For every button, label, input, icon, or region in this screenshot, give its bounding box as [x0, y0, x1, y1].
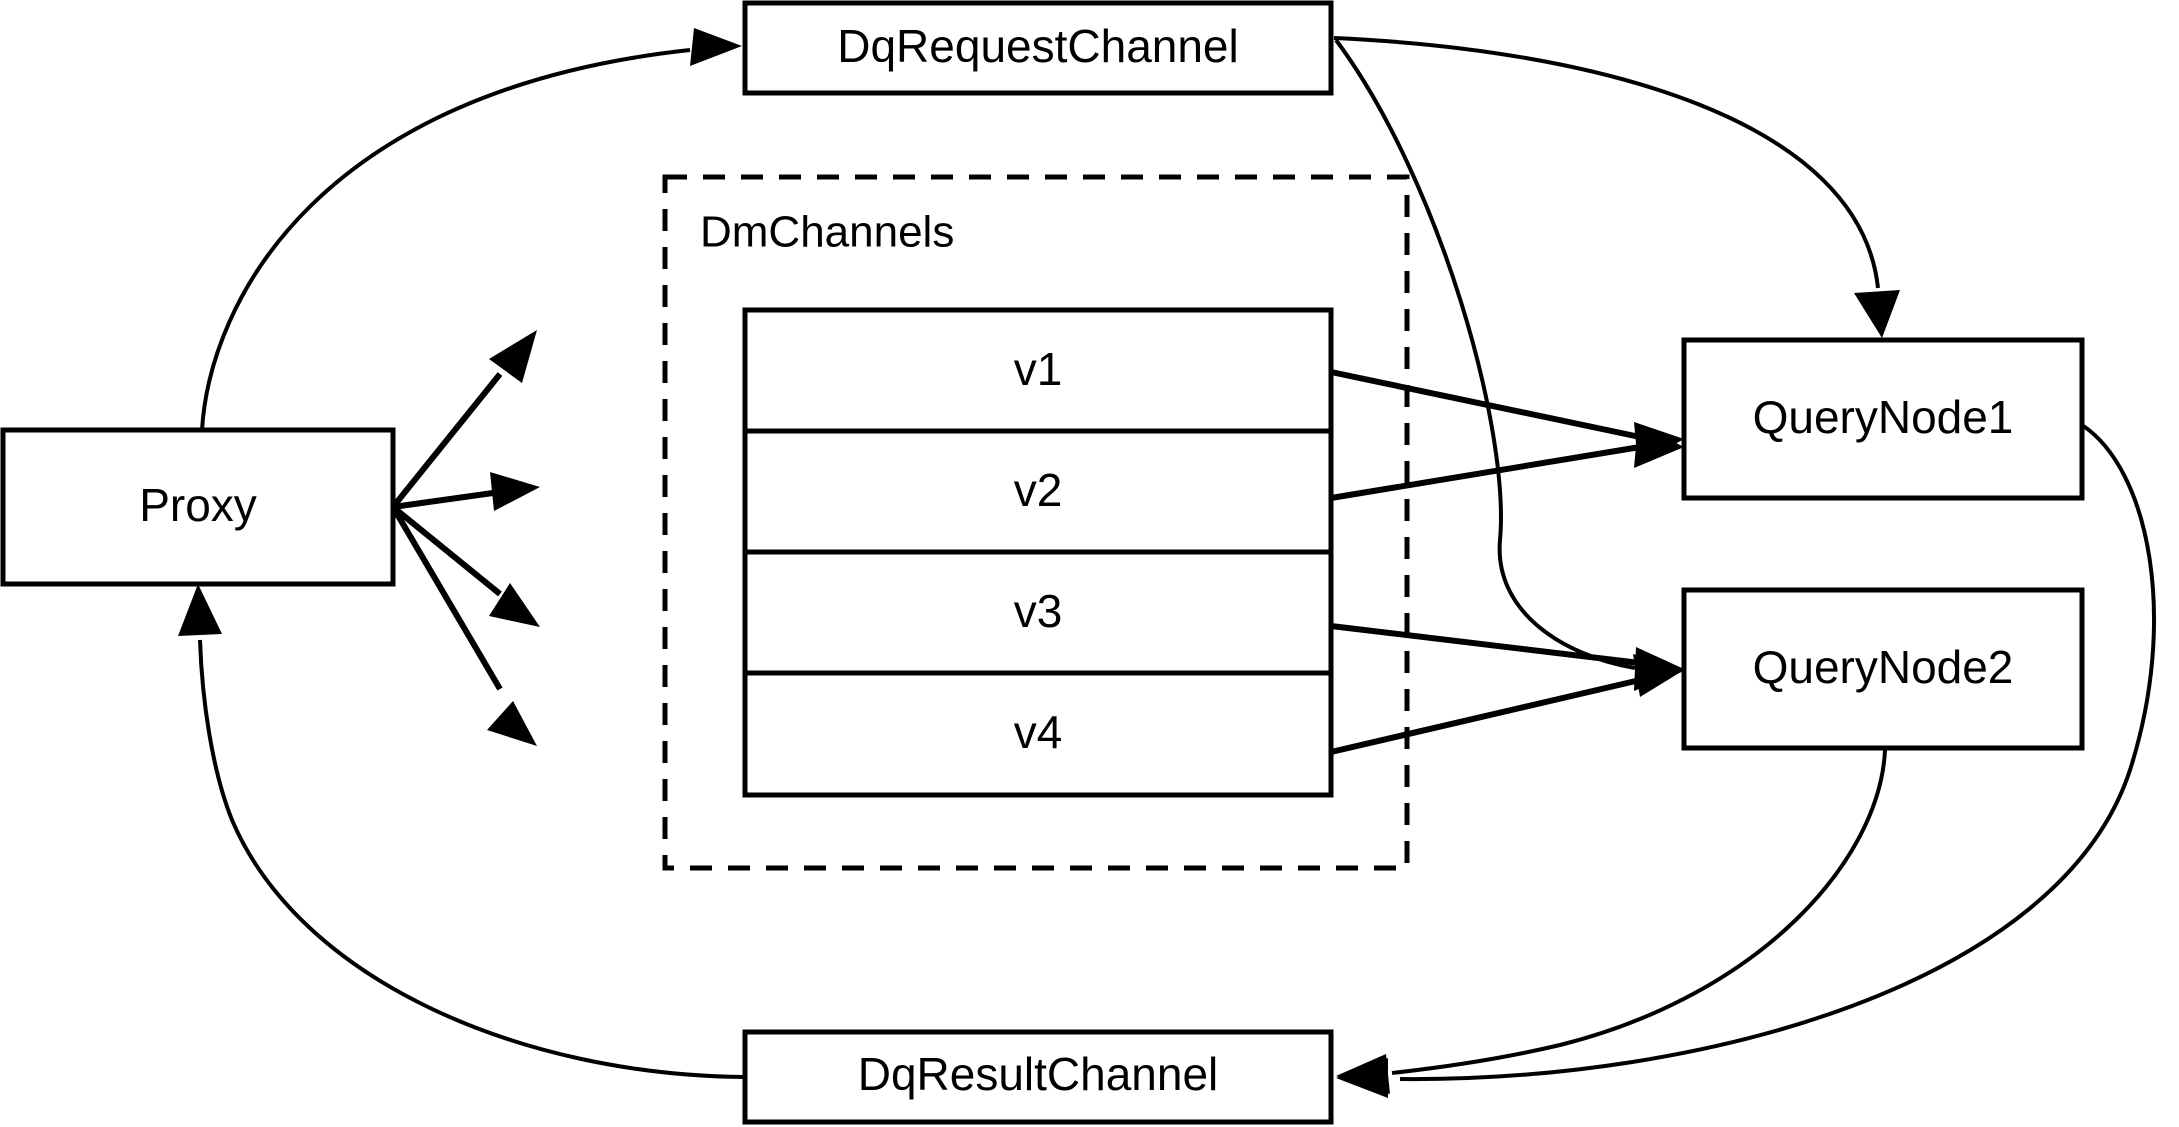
node-proxy-label: Proxy — [139, 479, 257, 531]
dmchannels-group-label: DmChannels — [700, 208, 954, 257]
edge-dqrequestchannel-to-querynode1 — [1333, 36, 1900, 338]
edge-proxy-to-v3 — [391, 504, 540, 627]
node-query-node-1[interactable]: QueryNode1 — [1681, 337, 2085, 501]
node-proxy[interactable]: Proxy — [0, 427, 396, 587]
vchannel-row-v4[interactable]: v4 — [1014, 706, 1063, 758]
node-query-node-1-label: QueryNode1 — [1753, 391, 2014, 443]
node-dq-request-channel-label: DqRequestChannel — [837, 20, 1239, 72]
edge-v1-to-querynode1 — [1330, 369, 1684, 468]
edge-proxy-to-v4 — [390, 505, 537, 746]
node-query-node-2[interactable]: QueryNode2 — [1681, 587, 2085, 751]
dmchannels-group: DmChannels — [662, 174, 1410, 871]
node-dq-result-channel[interactable]: DqResultChannel — [742, 1029, 1334, 1125]
edge-proxy-to-v1 — [390, 330, 537, 509]
vchannel-row-v3[interactable]: v3 — [1014, 585, 1063, 637]
vchannel-row-v1[interactable]: v1 — [1014, 343, 1063, 395]
edge-proxy-to-dqrequestchannel — [200, 28, 742, 431]
edge-querynode1-to-dqresultchannel — [1336, 423, 2157, 1098]
edge-dqrequestchannel-to-querynode2 — [1334, 38, 1684, 691]
edge-dqresultchannel-to-proxy — [178, 584, 745, 1079]
edge-v2-to-querynode1 — [1330, 422, 1684, 501]
vchannel-row-v2[interactable]: v2 — [1014, 464, 1063, 516]
node-dq-request-channel[interactable]: DqRequestChannel — [742, 0, 1334, 96]
vchannel-stack: v1 v2 v3 v4 — [742, 307, 1334, 798]
edge-proxy-to-v2 — [392, 472, 540, 511]
node-dq-result-channel-label: DqResultChannel — [858, 1048, 1219, 1100]
node-query-node-2-label: QueryNode2 — [1753, 641, 2014, 693]
edge-querynode2-to-dqresultchannel — [1336, 749, 1887, 1094]
edge-v4-to-querynode2 — [1330, 654, 1684, 755]
